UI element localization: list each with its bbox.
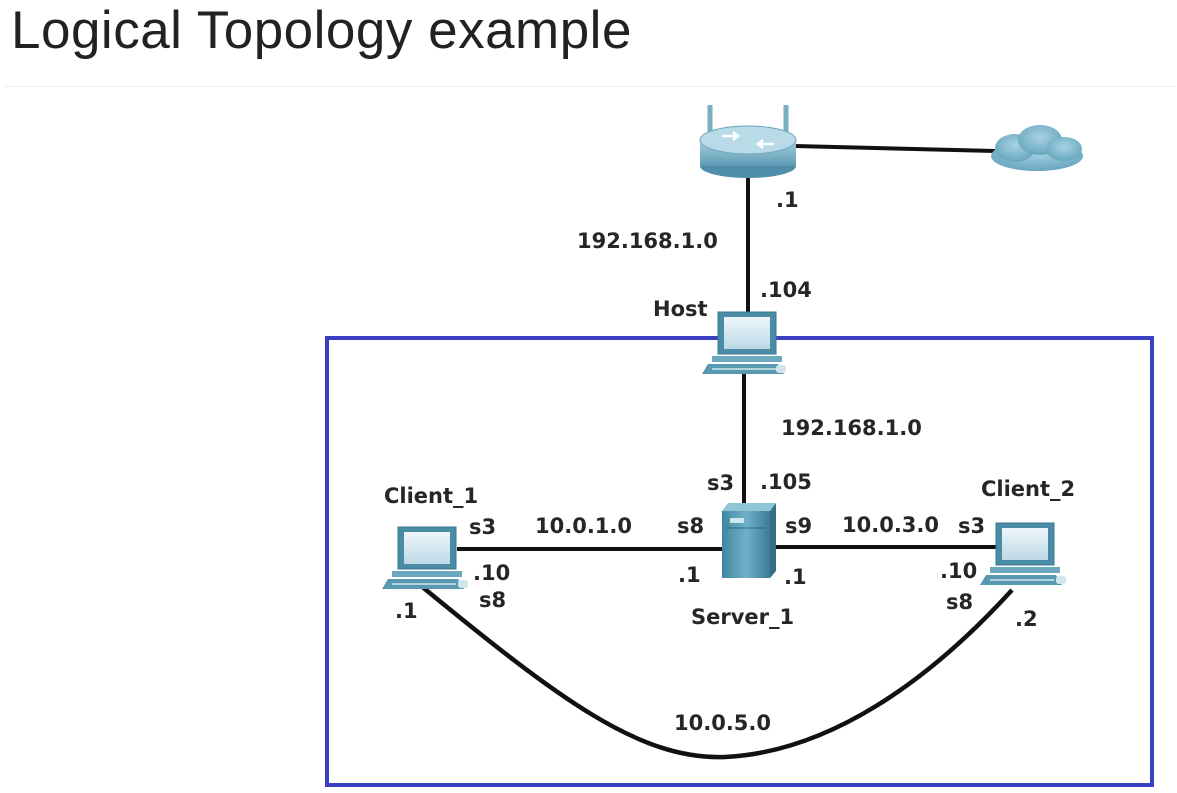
- client1-ip-1-label: .1: [395, 599, 418, 623]
- link-client1-client2: [418, 583, 1014, 760]
- server-icon[interactable]: [722, 503, 776, 578]
- host-ip-label: .104: [760, 278, 812, 302]
- client2-port-s3-label: s3: [958, 514, 985, 538]
- host-pc-icon[interactable]: [702, 311, 786, 374]
- server-left-port-label: s8: [677, 514, 704, 538]
- network-label-host-server: 192.168.1.0: [781, 416, 922, 440]
- page-title: Logical Topology example: [11, 1, 632, 60]
- router-ip-label: .1: [776, 188, 799, 212]
- server-top-ip-label: .105: [760, 470, 812, 494]
- router-icon[interactable]: [699, 105, 797, 178]
- client1-pc-icon[interactable]: [382, 526, 468, 589]
- server-left-ip-label: .1: [678, 563, 701, 587]
- client1-port-s3-label: s3: [469, 515, 496, 539]
- client2-ip-2-label: .2: [1015, 607, 1038, 631]
- server-right-ip-label: .1: [784, 565, 807, 589]
- server-top-port-label: s3: [707, 471, 734, 495]
- link-router-cloud: [794, 144, 996, 153]
- title-divider: [4, 86, 1176, 87]
- network-label-router-host: 192.168.1.0: [577, 229, 718, 253]
- network-label-server-client2: 10.0.3.0: [842, 513, 939, 537]
- client1-port-s8-label: s8: [479, 588, 506, 612]
- server-name-label: Server_1: [691, 605, 794, 629]
- client2-ip-10-label: .10: [940, 559, 977, 583]
- client2-pc-icon[interactable]: [980, 522, 1066, 585]
- client1-ip-10-label: .10: [473, 561, 510, 585]
- client2-name-label: Client_2: [981, 477, 1075, 501]
- host-name-label: Host: [653, 297, 708, 321]
- network-label-client1-client2: 10.0.5.0: [674, 711, 771, 735]
- client1-name-label: Client_1: [384, 484, 478, 508]
- server-right-port-label: s9: [785, 514, 812, 538]
- cloud-icon[interactable]: [991, 125, 1083, 171]
- network-label-client1-server: 10.0.1.0: [535, 514, 632, 538]
- client2-port-s8-label: s8: [946, 590, 973, 614]
